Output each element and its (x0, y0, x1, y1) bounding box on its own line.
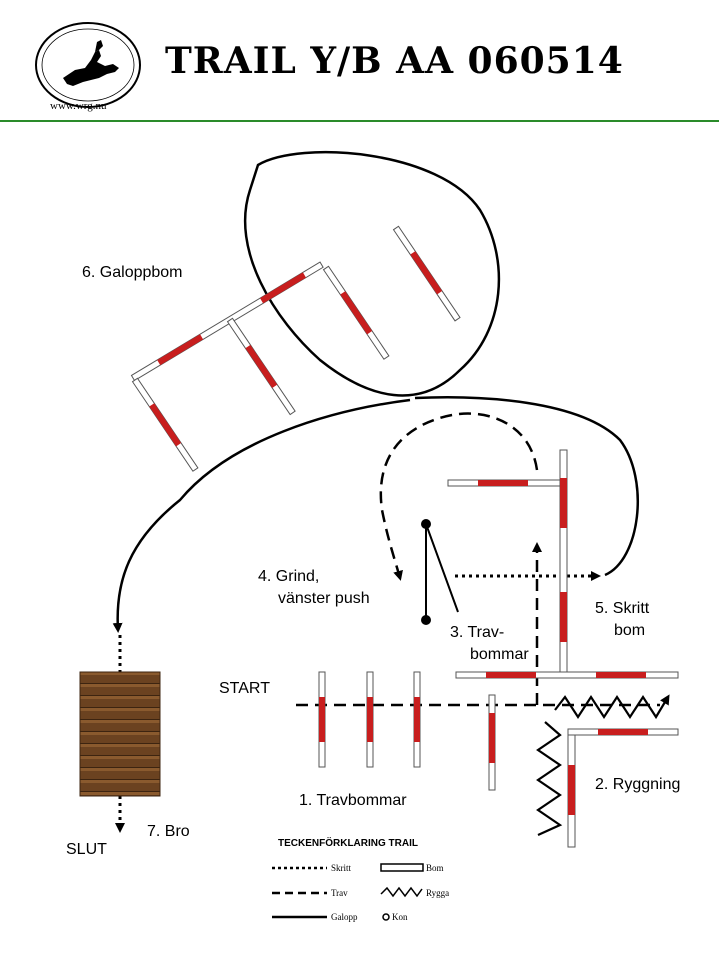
label-travbommar3-2: bommar (470, 646, 529, 663)
label-skritt-bom-1: 5. Skritt (595, 600, 650, 617)
pole (567, 734, 576, 848)
legend-bom: Bom (426, 863, 444, 873)
legend-skritt: Skritt (331, 863, 352, 873)
pole (488, 694, 496, 791)
label-galoppbom: 6. Galoppbom (82, 264, 183, 281)
legend-kon: Kon (392, 912, 408, 922)
horse-rider-icon (63, 50, 119, 86)
legend-trav: Trav (331, 888, 348, 898)
gate (421, 519, 459, 625)
label-travbommar3-1: 3. Trav- (450, 624, 505, 641)
pole (318, 671, 326, 768)
galopp-route-to-bridge (112, 398, 411, 633)
galoppbom-poles (130, 225, 461, 472)
galopp-route (244, 151, 501, 397)
travbommar-poles (318, 671, 496, 791)
pole (392, 225, 461, 322)
header-divider (0, 120, 719, 122)
ryggning-poles (567, 728, 679, 848)
page-title: TRAIL Y/B AA 060514 (165, 40, 624, 82)
label-skritt-bom-2: bom (614, 622, 646, 639)
website-url[interactable]: www.wrg.nu (50, 100, 107, 112)
pole (366, 671, 374, 768)
club-logo (35, 22, 141, 108)
label-grind-2: vänster push (278, 590, 370, 607)
label-start: START (219, 680, 270, 697)
galopp-route-exit (414, 396, 639, 577)
pole (455, 671, 679, 679)
pole (567, 728, 679, 736)
legend-symbols (272, 863, 424, 921)
label-travbommar1: 1. Travbommar (299, 792, 407, 809)
pole (322, 265, 390, 360)
bridge (79, 671, 161, 797)
pole (131, 377, 199, 472)
legend-title: TECKENFÖRKLARING TRAIL (278, 838, 418, 849)
rygga-route-v (536, 721, 563, 837)
legend-rygga: Rygga (426, 888, 450, 898)
pole (413, 671, 421, 768)
rygga-route-h (554, 694, 670, 720)
label-grind-1: 4. Grind, (258, 568, 320, 585)
label-ryggning: 2. Ryggning (595, 776, 681, 793)
pole (447, 479, 561, 487)
label-slut: SLUT (66, 841, 107, 858)
label-bro: 7. Bro (147, 823, 190, 840)
legend-galopp: Galopp (331, 912, 358, 922)
trav-route-loop (379, 412, 539, 581)
skritt-bom-poles (447, 449, 679, 679)
pole (559, 449, 568, 676)
pole (226, 317, 296, 416)
